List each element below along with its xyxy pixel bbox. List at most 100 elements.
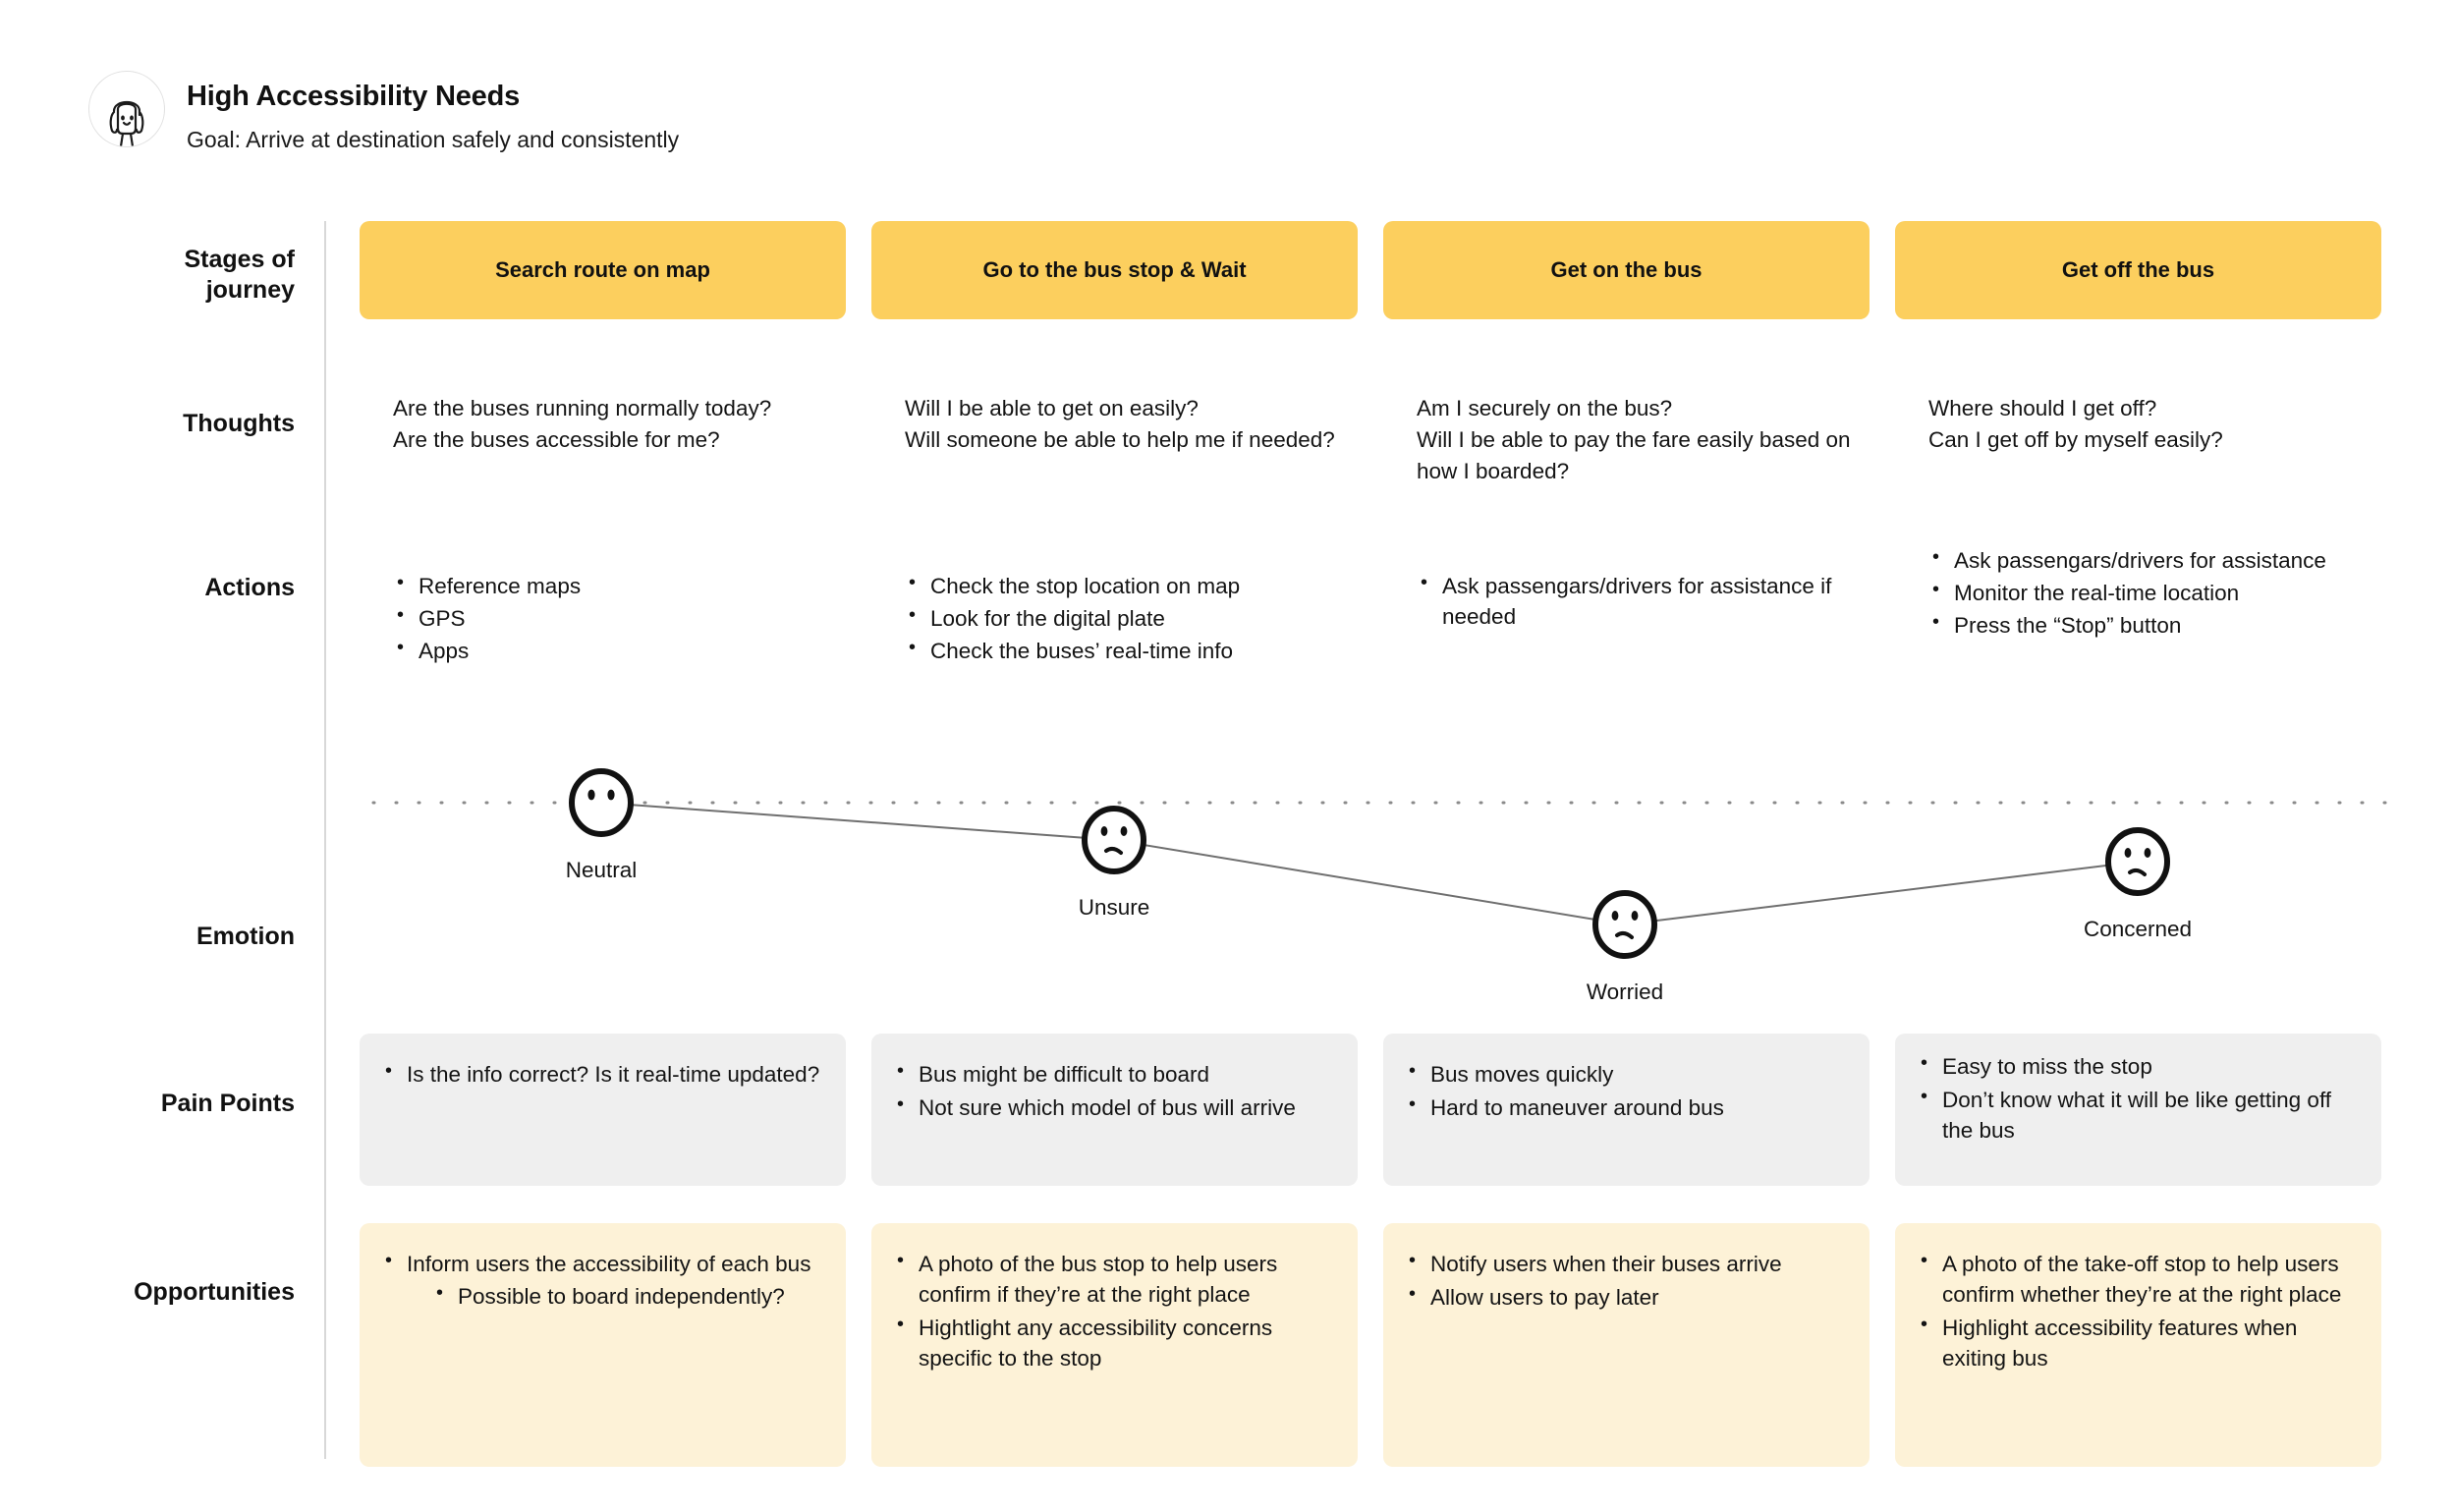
pain-point-item: Easy to miss the stop bbox=[1917, 1050, 2360, 1082]
stage-chip-2[interactable]: Get on the bus bbox=[1383, 221, 1870, 319]
actions-cell-3: Ask passengars/drivers for assistance Mo… bbox=[1895, 544, 2381, 641]
opportunity-item: A photo of the take-off stop to help use… bbox=[1917, 1248, 2360, 1310]
thought-line: Will I be able to get on easily? bbox=[905, 396, 1199, 420]
stage-column-0: Search route on map bbox=[360, 221, 846, 319]
row-label-emotion: Emotion bbox=[196, 923, 295, 950]
thoughts-column-1: Will I be able to get on easily? Will so… bbox=[871, 393, 1358, 487]
action-item: GPS bbox=[393, 602, 846, 634]
thoughts-column-0: Are the buses running normally today? Ar… bbox=[360, 393, 846, 487]
stage-column-3: Get off the bus bbox=[1895, 221, 2381, 319]
stage-chip-3[interactable]: Get off the bus bbox=[1895, 221, 2381, 319]
action-item: Apps bbox=[393, 635, 846, 666]
actions-columns: Reference maps GPS Apps Check the stop l… bbox=[360, 544, 2393, 668]
opportunity-item: A photo of the bus stop to help users co… bbox=[893, 1248, 1336, 1310]
emotion-label-0: Neutral bbox=[565, 858, 638, 882]
emotion-label-3: Concerned bbox=[2083, 917, 2193, 941]
pain-points-card-2: Bus moves quickly Hard to maneuver aroun… bbox=[1383, 1034, 1870, 1186]
action-item: Reference maps bbox=[393, 570, 846, 601]
thoughts-cell-3: Where should I get off? Can I get off by… bbox=[1895, 393, 2381, 456]
opportunity-subitem: Possible to board independently? bbox=[432, 1280, 824, 1312]
person-avatar-icon bbox=[88, 71, 165, 147]
thoughts-columns: Are the buses running normally today? Ar… bbox=[360, 393, 2393, 487]
actions-column-1: Check the stop location on map Look for … bbox=[871, 545, 1358, 668]
action-item: Press the “Stop” button bbox=[1928, 609, 2381, 641]
pain-point-item: Bus moves quickly bbox=[1405, 1058, 1848, 1090]
opportunity-item: Allow users to pay later bbox=[1405, 1281, 1848, 1313]
action-item: Ask passengars/drivers for assistance if… bbox=[1417, 570, 1870, 632]
pain-point-item: Not sure which model of bus will arrive bbox=[893, 1092, 1336, 1123]
row-label-opportunities: Opportunities bbox=[134, 1278, 295, 1306]
persona-goal: Goal: Arrive at destination safely and c… bbox=[187, 127, 680, 153]
pain-points-card-0: Is the info correct? Is it real-time upd… bbox=[360, 1034, 846, 1186]
unsure-face-icon bbox=[1082, 806, 1146, 874]
opportunity-item: Inform users the accessibility of each b… bbox=[381, 1248, 824, 1312]
action-item: Ask passengars/drivers for assistance bbox=[1928, 544, 2381, 576]
opportunities-card-2: Notify users when their buses arrive All… bbox=[1383, 1223, 1870, 1467]
persona-text-block: High Accessibility Needs Goal: Arrive at… bbox=[187, 71, 679, 154]
pain-points-card-3: Easy to miss the stop Don’t know what it… bbox=[1895, 1034, 2381, 1186]
emotion-label-2: Worried bbox=[1586, 980, 1664, 1004]
pain-points-column-1: Bus might be difficult to board Not sure… bbox=[871, 1034, 1358, 1186]
actions-cell-2: Ask passengars/drivers for assistance if… bbox=[1383, 545, 1870, 632]
pain-points-column-0: Is the info correct? Is it real-time upd… bbox=[360, 1034, 846, 1186]
thoughts-column-3: Where should I get off? Can I get off by… bbox=[1895, 393, 2381, 487]
stage-column-1: Go to the bus stop & Wait bbox=[871, 221, 1358, 319]
opportunities-column-2: Notify users when their buses arrive All… bbox=[1383, 1223, 1870, 1467]
thoughts-cell-2: Am I securely on the bus? Will I be able… bbox=[1383, 393, 1870, 487]
opportunities-columns: Inform users the accessibility of each b… bbox=[360, 1223, 2393, 1467]
stage-chip-1[interactable]: Go to the bus stop & Wait bbox=[871, 221, 1358, 319]
thought-line: Can I get off by myself easily? bbox=[1928, 426, 2223, 452]
row-label-stages: Stages of journey bbox=[184, 246, 295, 304]
opportunities-column-1: A photo of the bus stop to help users co… bbox=[871, 1223, 1358, 1467]
emotion-curve: Neutral Unsure Worried Concerned bbox=[0, 752, 2456, 1017]
opportunities-card-3: A photo of the take-off stop to help use… bbox=[1895, 1223, 2381, 1467]
action-item: Check the stop location on map bbox=[905, 570, 1358, 601]
thoughts-cell-1: Will I be able to get on easily? Will so… bbox=[871, 393, 1358, 456]
worried-face-icon bbox=[1592, 890, 1657, 959]
stages-columns: Search route on map Go to the bus stop &… bbox=[360, 221, 2393, 319]
action-item: Check the buses’ real-time info bbox=[905, 635, 1358, 666]
pain-points-card-1: Bus might be difficult to board Not sure… bbox=[871, 1034, 1358, 1186]
row-label-pain-points: Pain Points bbox=[160, 1090, 295, 1117]
opportunity-text: Inform users the accessibility of each b… bbox=[407, 1252, 811, 1276]
thoughts-cell-0: Are the buses running normally today? Ar… bbox=[360, 393, 846, 456]
opportunities-column-3: A photo of the take-off stop to help use… bbox=[1895, 1223, 2381, 1467]
persona-header: High Accessibility Needs Goal: Arrive at… bbox=[88, 71, 679, 154]
thought-line: Are the buses running normally today? bbox=[393, 396, 772, 420]
pain-points-columns: Is the info correct? Is it real-time upd… bbox=[360, 1034, 2393, 1186]
concerned-face-icon bbox=[2105, 827, 2170, 896]
pain-point-item: Is the info correct? Is it real-time upd… bbox=[381, 1058, 824, 1090]
pain-point-item: Bus might be difficult to board bbox=[893, 1058, 1336, 1090]
pain-point-item: Don’t know what it will be like getting … bbox=[1917, 1084, 2360, 1146]
actions-column-3: Ask passengars/drivers for assistance Mo… bbox=[1895, 544, 2381, 668]
pain-points-column-3: Easy to miss the stop Don’t know what it… bbox=[1895, 1034, 2381, 1186]
thought-line: Will someone be able to help me if neede… bbox=[905, 426, 1335, 452]
opportunities-card-1: A photo of the bus stop to help users co… bbox=[871, 1223, 1358, 1467]
thoughts-column-2: Am I securely on the bus? Will I be able… bbox=[1383, 393, 1870, 487]
thought-line: Will I be able to pay the fare easily ba… bbox=[1417, 426, 1851, 483]
opportunity-item: Highlight accessibility features when ex… bbox=[1917, 1312, 2360, 1373]
persona-title: High Accessibility Needs bbox=[187, 81, 521, 112]
pain-point-item: Hard to maneuver around bus bbox=[1405, 1092, 1848, 1123]
actions-column-0: Reference maps GPS Apps bbox=[360, 545, 846, 668]
neutral-face-icon bbox=[569, 768, 634, 837]
row-label-actions: Actions bbox=[204, 574, 295, 601]
stage-column-2: Get on the bus bbox=[1383, 221, 1870, 319]
grid-divider bbox=[324, 221, 326, 1459]
actions-cell-1: Check the stop location on map Look for … bbox=[871, 545, 1358, 666]
actions-column-2: Ask passengars/drivers for assistance if… bbox=[1383, 545, 1870, 668]
emotion-polyline bbox=[600, 802, 2139, 926]
thought-line: Where should I get off? bbox=[1928, 396, 2157, 420]
thought-line: Am I securely on the bus? bbox=[1417, 396, 1673, 420]
opportunities-card-0: Inform users the accessibility of each b… bbox=[360, 1223, 846, 1467]
actions-cell-0: Reference maps GPS Apps bbox=[360, 545, 846, 666]
emotion-label-1: Unsure bbox=[1078, 895, 1150, 920]
row-label-thoughts: Thoughts bbox=[183, 410, 295, 437]
stage-chip-0[interactable]: Search route on map bbox=[360, 221, 846, 319]
action-item: Monitor the real-time location bbox=[1928, 577, 2381, 608]
action-item: Look for the digital plate bbox=[905, 602, 1358, 634]
opportunity-item: Hightlight any accessibility concerns sp… bbox=[893, 1312, 1336, 1373]
pain-points-column-2: Bus moves quickly Hard to maneuver aroun… bbox=[1383, 1034, 1870, 1186]
opportunity-item: Notify users when their buses arrive bbox=[1405, 1248, 1848, 1279]
